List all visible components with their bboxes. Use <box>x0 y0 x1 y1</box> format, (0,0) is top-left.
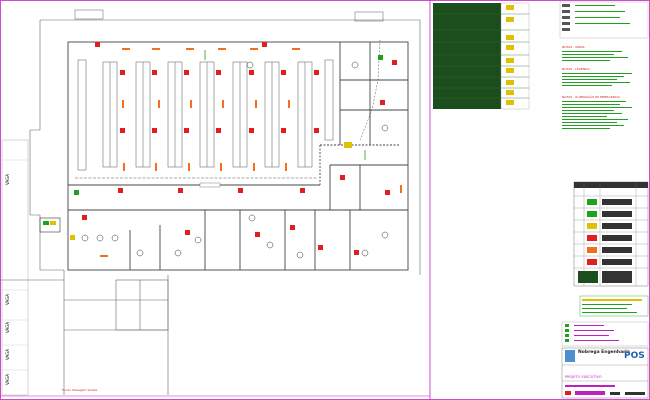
parking-label: VAGA <box>5 349 10 360</box>
parking-label: VAGA <box>5 374 10 385</box>
company-logo-icon <box>565 350 575 362</box>
plan-callouts: Fundo Paisagem Visitas <box>62 9 384 392</box>
building-walls <box>67 41 409 271</box>
legend-table <box>433 2 530 110</box>
parking-strip: VAGA VAGA VAGA VAGA VAGA <box>1 139 29 396</box>
site-outline <box>0 19 421 395</box>
fixtures <box>81 61 389 259</box>
footer-label: Fundo Paisagem Visitas <box>62 388 98 392</box>
strip-lights <box>100 48 402 257</box>
parking-label: VAGA <box>5 322 10 333</box>
exit-signs <box>39 50 383 240</box>
notes-panel: NOTAS - GERAL NOTAS - LEGENDA NOTAS - IL… <box>559 1 649 129</box>
note-header: NOTAS - ILUMINAÇÃO DE EMERGÊNCIA <box>562 94 621 99</box>
title-block: Nobrega Engenharia POS PROJETO EXECUTIVO <box>561 295 649 399</box>
parking-label: VAGA <box>5 294 10 305</box>
note-header: NOTAS - GERAL <box>562 45 585 49</box>
gondola-shelves <box>77 59 334 171</box>
parking-label: VAGA <box>5 174 10 185</box>
company-name: Nobrega Engenharia <box>578 349 630 355</box>
client-logo-text: POS <box>624 351 645 361</box>
symbol-table <box>573 181 649 287</box>
note-header: NOTAS - LEGENDA <box>562 67 590 71</box>
emergency-devices <box>82 42 397 255</box>
project-title: PROJETO EXECUTIVO <box>565 375 602 379</box>
